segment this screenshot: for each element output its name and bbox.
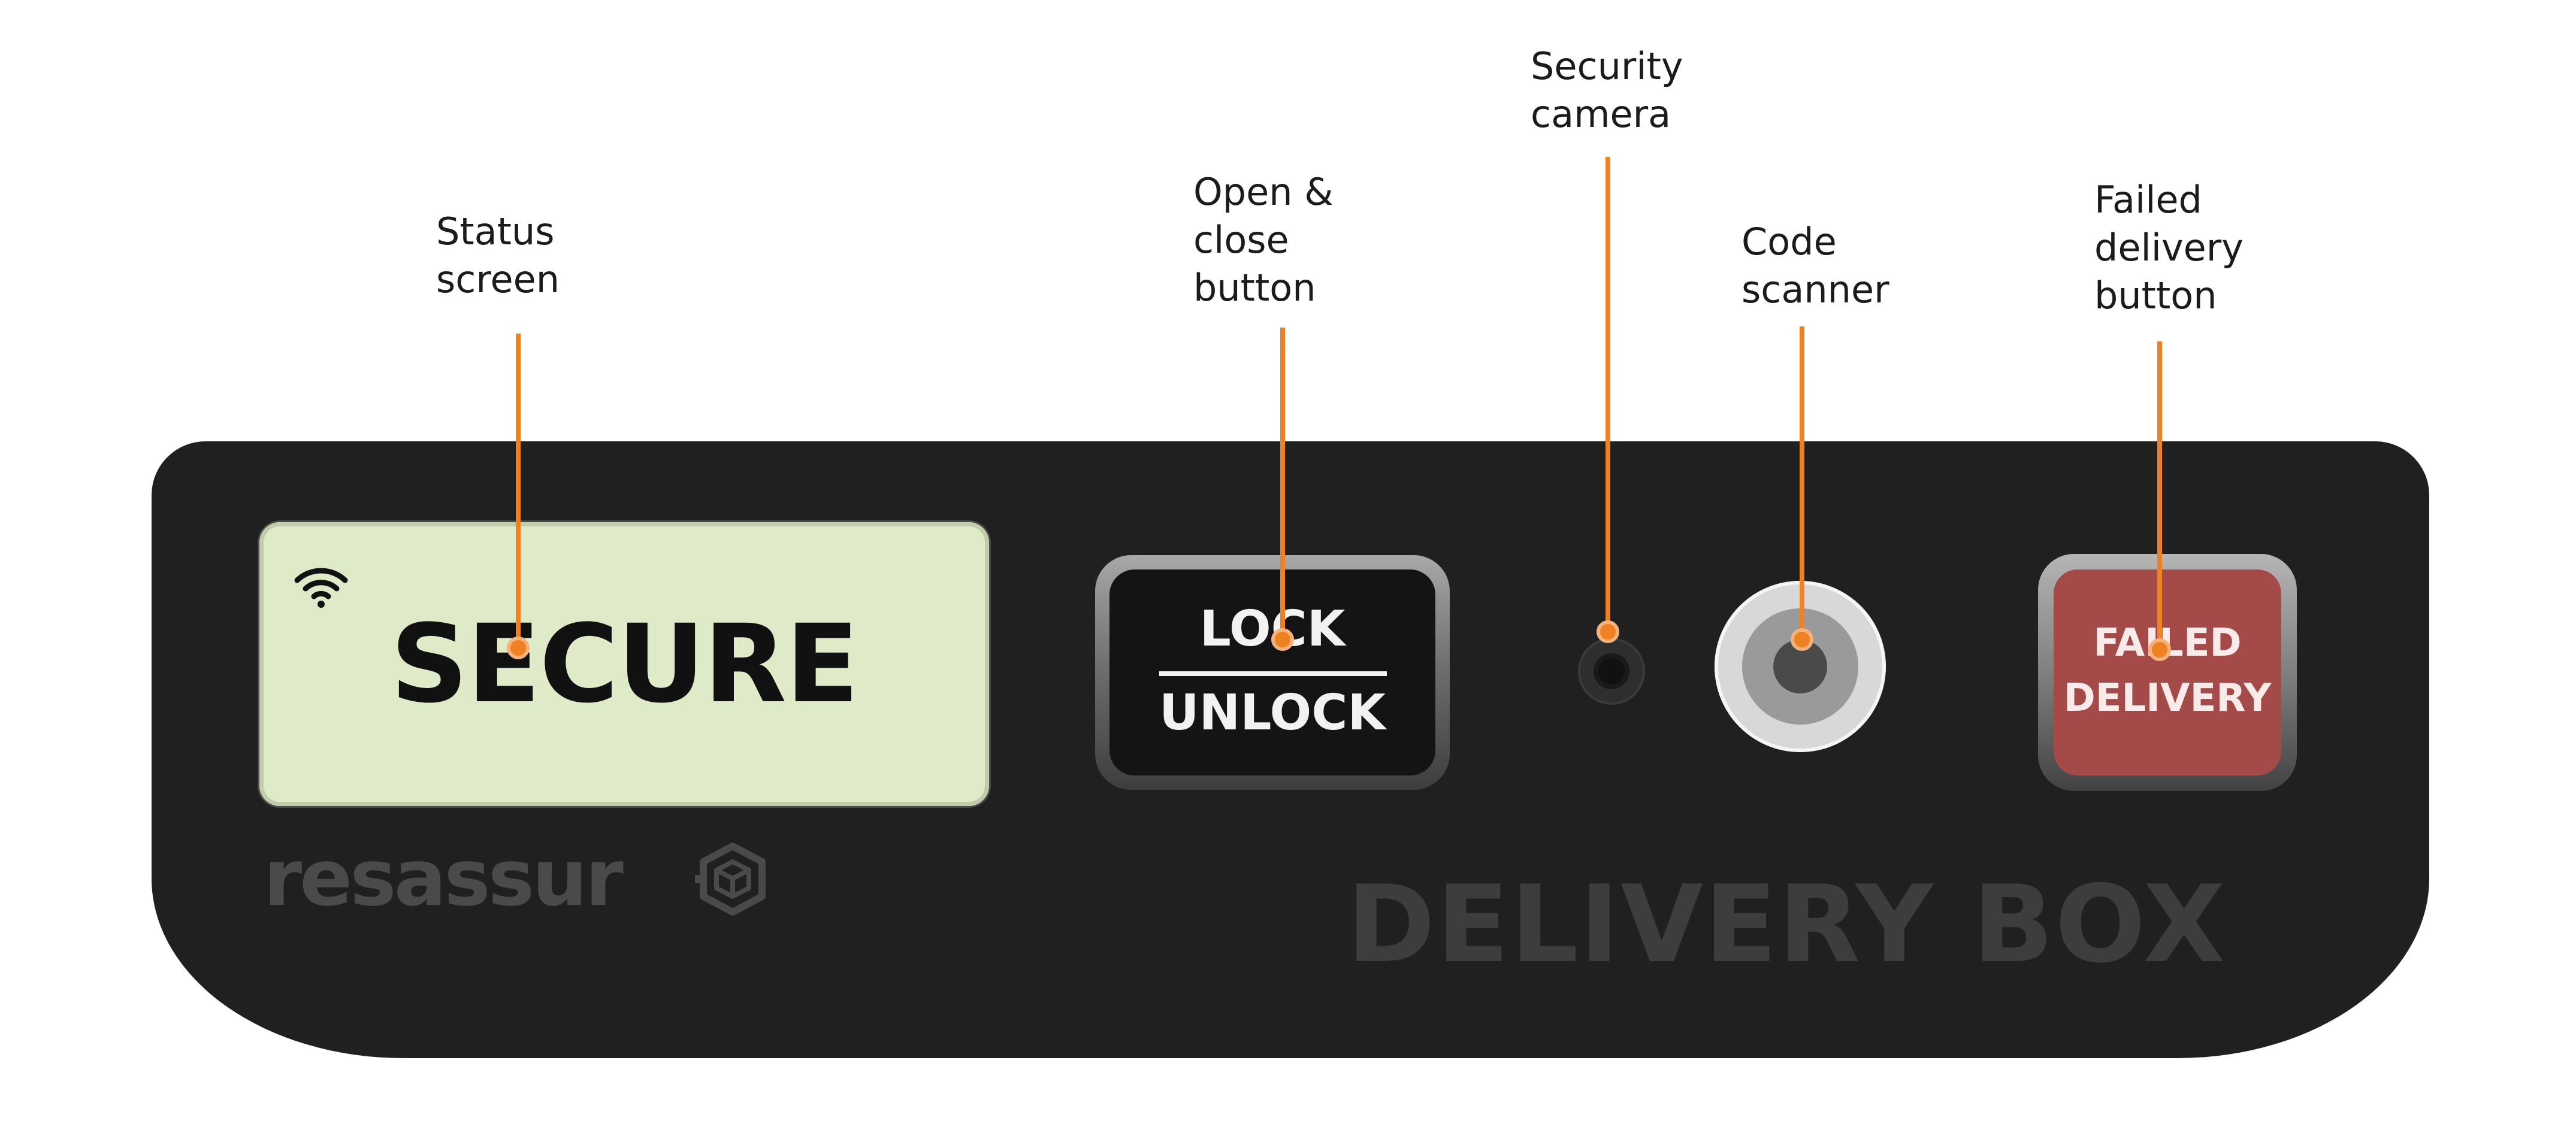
- lock-button-face: LOCK UNLOCK: [1109, 569, 1435, 775]
- callout-line-security-camera: [1606, 157, 1610, 631]
- callout-line-text: close: [1193, 218, 1289, 262]
- callout-line-status-screen: [516, 334, 521, 647]
- callout-line-text: screen: [436, 257, 560, 301]
- callout-label-failed-delivery-button: Failed delivery button: [2094, 176, 2244, 320]
- callout-line-text: Status: [436, 210, 555, 253]
- callout-line-failed-delivery: [2157, 341, 2162, 649]
- lock-label: LOCK: [1199, 601, 1346, 658]
- security-camera: [1578, 638, 1645, 705]
- brand-logo: resassur: [264, 832, 624, 923]
- lock-divider: [1159, 671, 1387, 676]
- callout-dot-security-camera: [1597, 620, 1619, 643]
- callout-dot-status-screen: [507, 637, 530, 659]
- wifi-icon: [294, 568, 348, 608]
- callout-dot-lock-button: [1271, 628, 1294, 651]
- callout-line-text: Security: [1531, 44, 1683, 88]
- status-screen: [259, 522, 989, 806]
- callout-label-status-screen: Status screen: [436, 208, 560, 304]
- callout-line-text: Code: [1741, 220, 1837, 263]
- callout-label-open-close-button: Open & close button: [1193, 168, 1334, 312]
- box-logo-icon: [695, 843, 766, 916]
- delivery-label: DELIVERY: [2063, 676, 2272, 720]
- camera-lens: [1594, 653, 1629, 689]
- callout-line-text: button: [1193, 266, 1316, 310]
- callout-line-text: button: [2094, 274, 2217, 317]
- product-label: DELIVERY BOX: [1347, 862, 2227, 986]
- callout-dot-code-scanner: [1791, 628, 1813, 651]
- callout-line-text: delivery: [2094, 226, 2244, 269]
- unlock-label: UNLOCK: [1159, 684, 1386, 741]
- callout-line-lock-button: [1280, 328, 1285, 639]
- lock-unlock-button[interactable]: LOCK UNLOCK: [1095, 555, 1450, 790]
- callout-dot-failed-delivery: [2148, 638, 2171, 661]
- callout-line-text: scanner: [1741, 268, 1889, 311]
- callout-line-text: Open &: [1193, 170, 1334, 214]
- callout-label-security-camera: Security camera: [1531, 43, 1683, 138]
- callout-line-code-scanner: [1800, 326, 1804, 639]
- callout-line-text: camera: [1531, 92, 1671, 136]
- callout-line-text: Failed: [2094, 178, 2202, 222]
- status-display-text: SECURE: [390, 602, 859, 727]
- failed-button-face: FAILED DELIVERY: [2054, 569, 2281, 775]
- failed-delivery-button[interactable]: FAILED DELIVERY: [2038, 554, 2297, 791]
- callout-label-code-scanner: Code scanner: [1741, 218, 1889, 314]
